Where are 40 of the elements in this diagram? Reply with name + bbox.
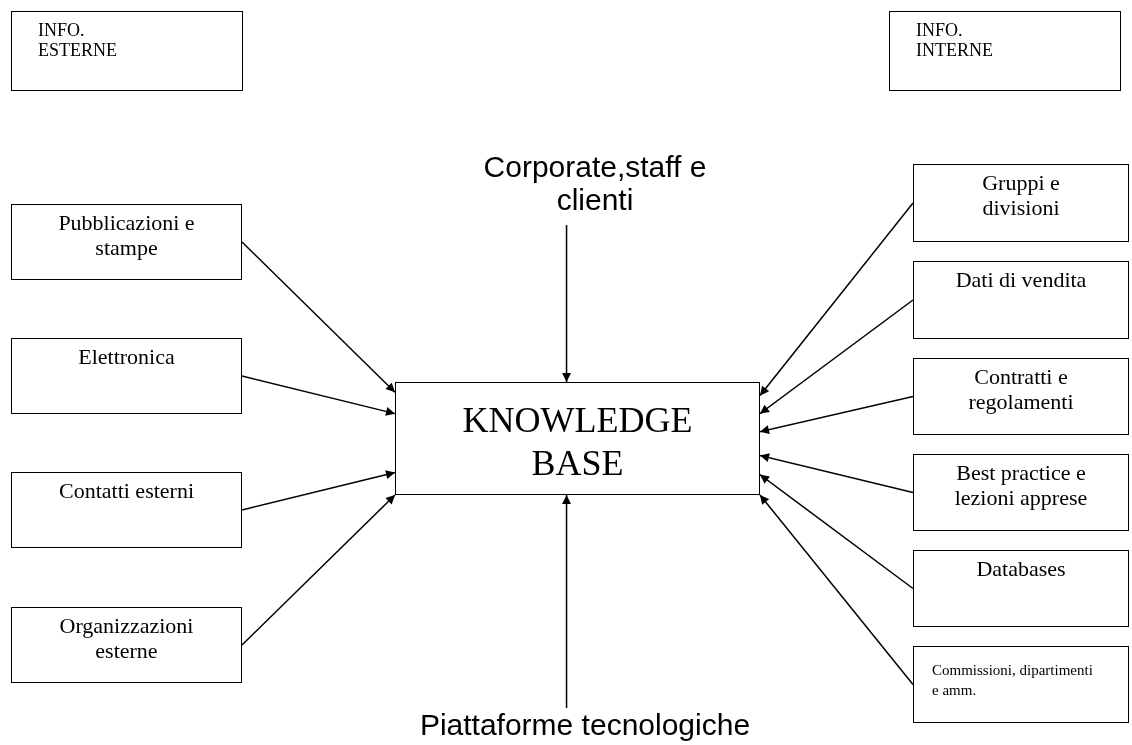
central-box <box>395 382 760 495</box>
source-box <box>11 338 242 414</box>
source-box <box>913 261 1129 339</box>
box-label: Contratti e regolamenti <box>967 365 1075 415</box>
box-label: KNOWLEDGE BASE <box>461 399 694 486</box>
box-label: Dati di vendita <box>955 268 1087 293</box>
arrow <box>241 375 396 416</box>
arrow <box>759 395 914 435</box>
box-label: INFO. INTERNE <box>916 20 993 61</box>
heading-box <box>11 11 243 91</box>
source-box <box>913 358 1129 435</box>
source-box <box>913 454 1129 531</box>
arrow <box>759 299 914 415</box>
arrow <box>562 224 572 383</box>
arrow <box>759 494 914 686</box>
arrow <box>241 470 396 511</box>
box-label: Databases <box>976 557 1066 582</box>
source-box <box>913 646 1129 723</box>
source-label: Piattaforme tecnologiche <box>419 708 751 741</box>
box-label: Commissioni, dipartimenti e amm. <box>932 661 1094 700</box>
box-label: Contatti esterni <box>59 479 194 504</box>
box-label: Best practice e lezioni apprese <box>953 461 1089 511</box>
heading-box <box>889 11 1121 91</box>
arrow <box>759 473 914 590</box>
box-label: Organizzazioni esterne <box>58 614 195 664</box>
arrow <box>759 202 914 397</box>
source-box <box>11 607 242 683</box>
box-label: INFO. ESTERNE <box>38 20 117 61</box>
box-label: Gruppi e divisioni <box>981 171 1061 221</box>
source-label: Corporate,staff e clienti <box>482 150 708 216</box>
source-box <box>913 164 1129 242</box>
box-label: Elettronica <box>78 345 175 370</box>
arrow <box>562 494 572 709</box>
arrow <box>241 494 396 646</box>
source-box <box>11 472 242 548</box>
arrow <box>759 453 914 494</box>
box-label: Pubblicazioni e stampe <box>57 211 196 261</box>
source-box <box>913 550 1129 627</box>
arrow <box>241 241 396 393</box>
source-box <box>11 204 242 280</box>
